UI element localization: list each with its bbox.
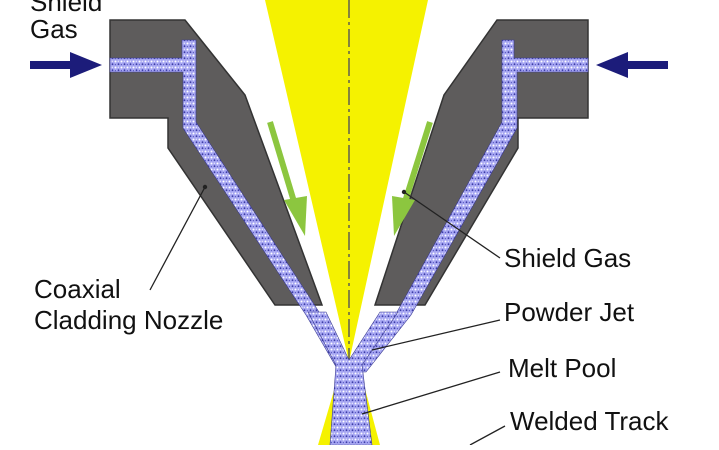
shield-gas-leader-dot <box>401 189 407 195</box>
nozzle-leader-line <box>149 186 206 291</box>
powder-jet-leader-line <box>371 319 501 351</box>
shield-gas-inlet-right-arrow <box>596 52 668 78</box>
shield-gas-top-label-line2: Gas <box>30 14 78 44</box>
shield-gas-inlet-left-arrow <box>30 52 102 78</box>
powder-jet-label: Powder Jet <box>504 297 635 327</box>
nozzle-label-line1: Coaxial <box>34 274 121 304</box>
left-gas-flow-arrow <box>267 121 307 236</box>
right-gas-flow-arrow <box>392 121 433 236</box>
shield-gas-top-label-line1: Shield <box>30 0 103 17</box>
powder-jet <box>307 311 399 446</box>
melt-pool-leader-line <box>361 371 501 415</box>
nozzle-label-line2: Cladding Nozzle <box>34 305 224 335</box>
nozzle-leader-dot <box>202 184 208 190</box>
shield-gas-leader-line <box>403 191 501 259</box>
laser-beam <box>265 0 428 445</box>
shield-gas-right-label: Shield Gas <box>504 243 632 273</box>
welded-track-leader-line <box>469 425 506 446</box>
melt-pool-label: Melt Pool <box>508 353 617 383</box>
welded-track-label: Welded Track <box>510 406 669 436</box>
